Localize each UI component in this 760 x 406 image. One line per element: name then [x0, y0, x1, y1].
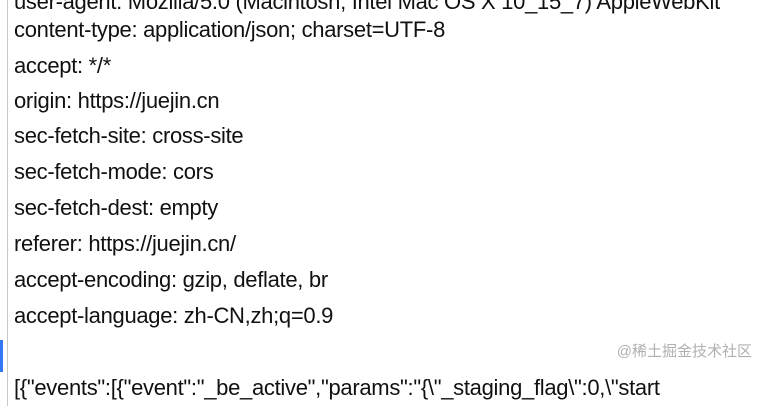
header-line-accept-language: accept-language: zh-CN,zh;q=0.9 — [14, 303, 334, 328]
header-line-sec-fetch-mode: sec-fetch-mode: cors — [14, 159, 214, 184]
header-line-referer: referer: https://juejin.cn/ — [14, 231, 236, 256]
header-line-accept: accept: */* — [14, 53, 111, 78]
header-line-content-type: content-type: application/json; charset=… — [14, 17, 446, 42]
header-line-sec-fetch-site: sec-fetch-site: cross-site — [14, 123, 244, 148]
request-body-line: [{"events":[{"event":"_be_active","param… — [14, 375, 660, 400]
header-line-sec-fetch-dest: sec-fetch-dest: empty — [14, 195, 219, 220]
header-line-origin: origin: https://juejin.cn — [14, 88, 220, 113]
left-border — [7, 0, 8, 406]
header-line-user-agent: user-agent: Mozilla/5.0 (Macintosh; Inte… — [14, 0, 720, 14]
header-line-accept-encoding: accept-encoding: gzip, deflate, br — [14, 267, 328, 292]
cursor-line-marker — [0, 340, 3, 372]
watermark: @稀土掘金技术社区 — [616, 343, 752, 360]
